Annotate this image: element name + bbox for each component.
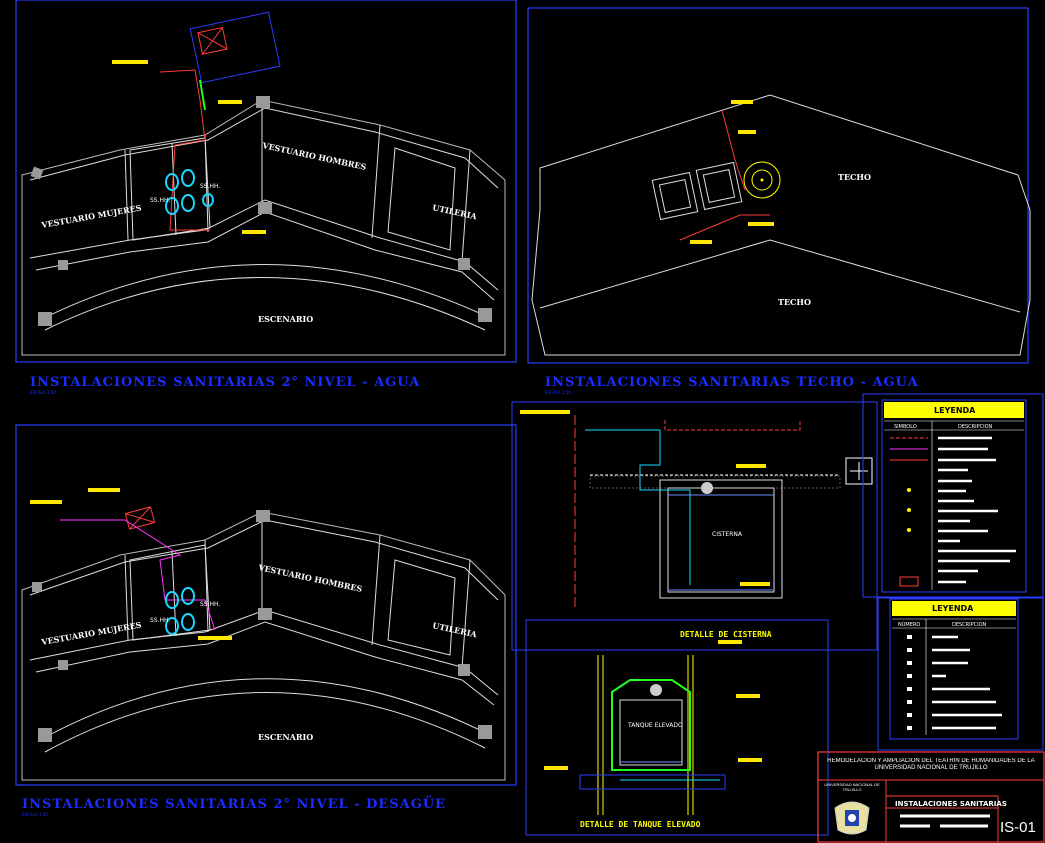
legend-desague-col-num: NÚMERO bbox=[898, 621, 920, 628]
panel-techo-agua: TECHO TECHO INSTALACIONES SANITARIAS TEC… bbox=[527, 7, 1031, 395]
legend-agua: LEYENDA SIMBOLO DESCRIPCION bbox=[862, 393, 1044, 598]
cisterna-label: CISTERNA bbox=[712, 531, 743, 538]
scale-desague-2nivel: ESCALA 1:50 bbox=[22, 812, 48, 817]
scale-techo-agua: ESCALA 1:50 bbox=[545, 390, 571, 395]
detail-cisterna: CISTERNA DETALLE DE CISTERNA bbox=[511, 401, 878, 651]
detail-tanque-elevado: TANQUE ELEVADO DETALLE DE TANQUE ELEVADO bbox=[525, 619, 829, 836]
tanque-title: DETALLE DE TANQUE ELEVADO bbox=[580, 820, 701, 829]
sheet-name: INSTALACIONES SANITARIAS bbox=[895, 800, 1007, 808]
room-techo-2: TECHO bbox=[778, 297, 811, 307]
university-name: UNIVERSIDAD NACIONAL DE TRUJILLO bbox=[824, 782, 880, 792]
room-sshh-d2: SS.HH. bbox=[200, 601, 220, 608]
title-block: REMODELACION Y AMPLIACION DEL TEATRIN DE… bbox=[817, 751, 1045, 843]
legend-desague: LEYENDA NÚMERO DESCRIPCION bbox=[877, 597, 1044, 751]
panel-title-techo-agua: INSTALACIONES SANITARIAS TECHO - AGUA bbox=[545, 375, 919, 390]
legend-desague-col-desc: DESCRIPCION bbox=[952, 622, 987, 628]
room-escenario: ESCENARIO bbox=[258, 314, 313, 324]
room-vestuario-hombres-d: VESTUARIO HOMBRES bbox=[257, 562, 364, 594]
tanque-label: TANQUE ELEVADO bbox=[627, 722, 683, 729]
room-sshh-1: SS.HH. bbox=[150, 197, 170, 204]
room-vestuario-mujeres-d: VESTUARIO MUJERES bbox=[40, 619, 143, 647]
scale-agua-2nivel: ESCALA 1:50 bbox=[30, 390, 56, 395]
panel-title-agua-2nivel: INSTALACIONES SANITARIAS 2° NIVEL - AGUA bbox=[30, 375, 420, 390]
legend-agua-title: LEYENDA bbox=[934, 406, 976, 415]
room-utileria: UTILERIA bbox=[432, 202, 479, 221]
room-escenario-d: ESCENARIO bbox=[258, 732, 313, 742]
panel-title-desague-2nivel: INSTALACIONES SANITARIAS 2° NIVEL - DESA… bbox=[22, 795, 446, 812]
legend-agua-col-symbol: SIMBOLO bbox=[894, 424, 917, 430]
legend-desague-title: LEYENDA bbox=[932, 604, 974, 613]
sheet-code: IS-01 bbox=[1000, 819, 1036, 836]
room-techo-1: TECHO bbox=[838, 172, 871, 182]
panel-desague-2nivel: VESTUARIO MUJERES VESTUARIO HOMBRES UTIL… bbox=[15, 424, 517, 817]
university-seal bbox=[834, 801, 870, 835]
legend-agua-col-desc: DESCRIPCION bbox=[958, 424, 993, 430]
room-sshh-2: SS.HH. bbox=[200, 183, 220, 190]
cisterna-title: DETALLE DE CISTERNA bbox=[680, 630, 772, 639]
room-vestuario-hombres: VESTUARIO HOMBRES bbox=[261, 140, 368, 172]
panel-agua-2nivel: VESTUARIO MUJERES VESTUARIO HOMBRES UTIL… bbox=[15, 0, 517, 395]
project-title: REMODELACION Y AMPLIACION DEL TEATRIN DE… bbox=[827, 758, 1035, 771]
room-utileria-d: UTILERIA bbox=[432, 620, 479, 639]
room-sshh-d1: SS.HH. bbox=[150, 617, 170, 624]
